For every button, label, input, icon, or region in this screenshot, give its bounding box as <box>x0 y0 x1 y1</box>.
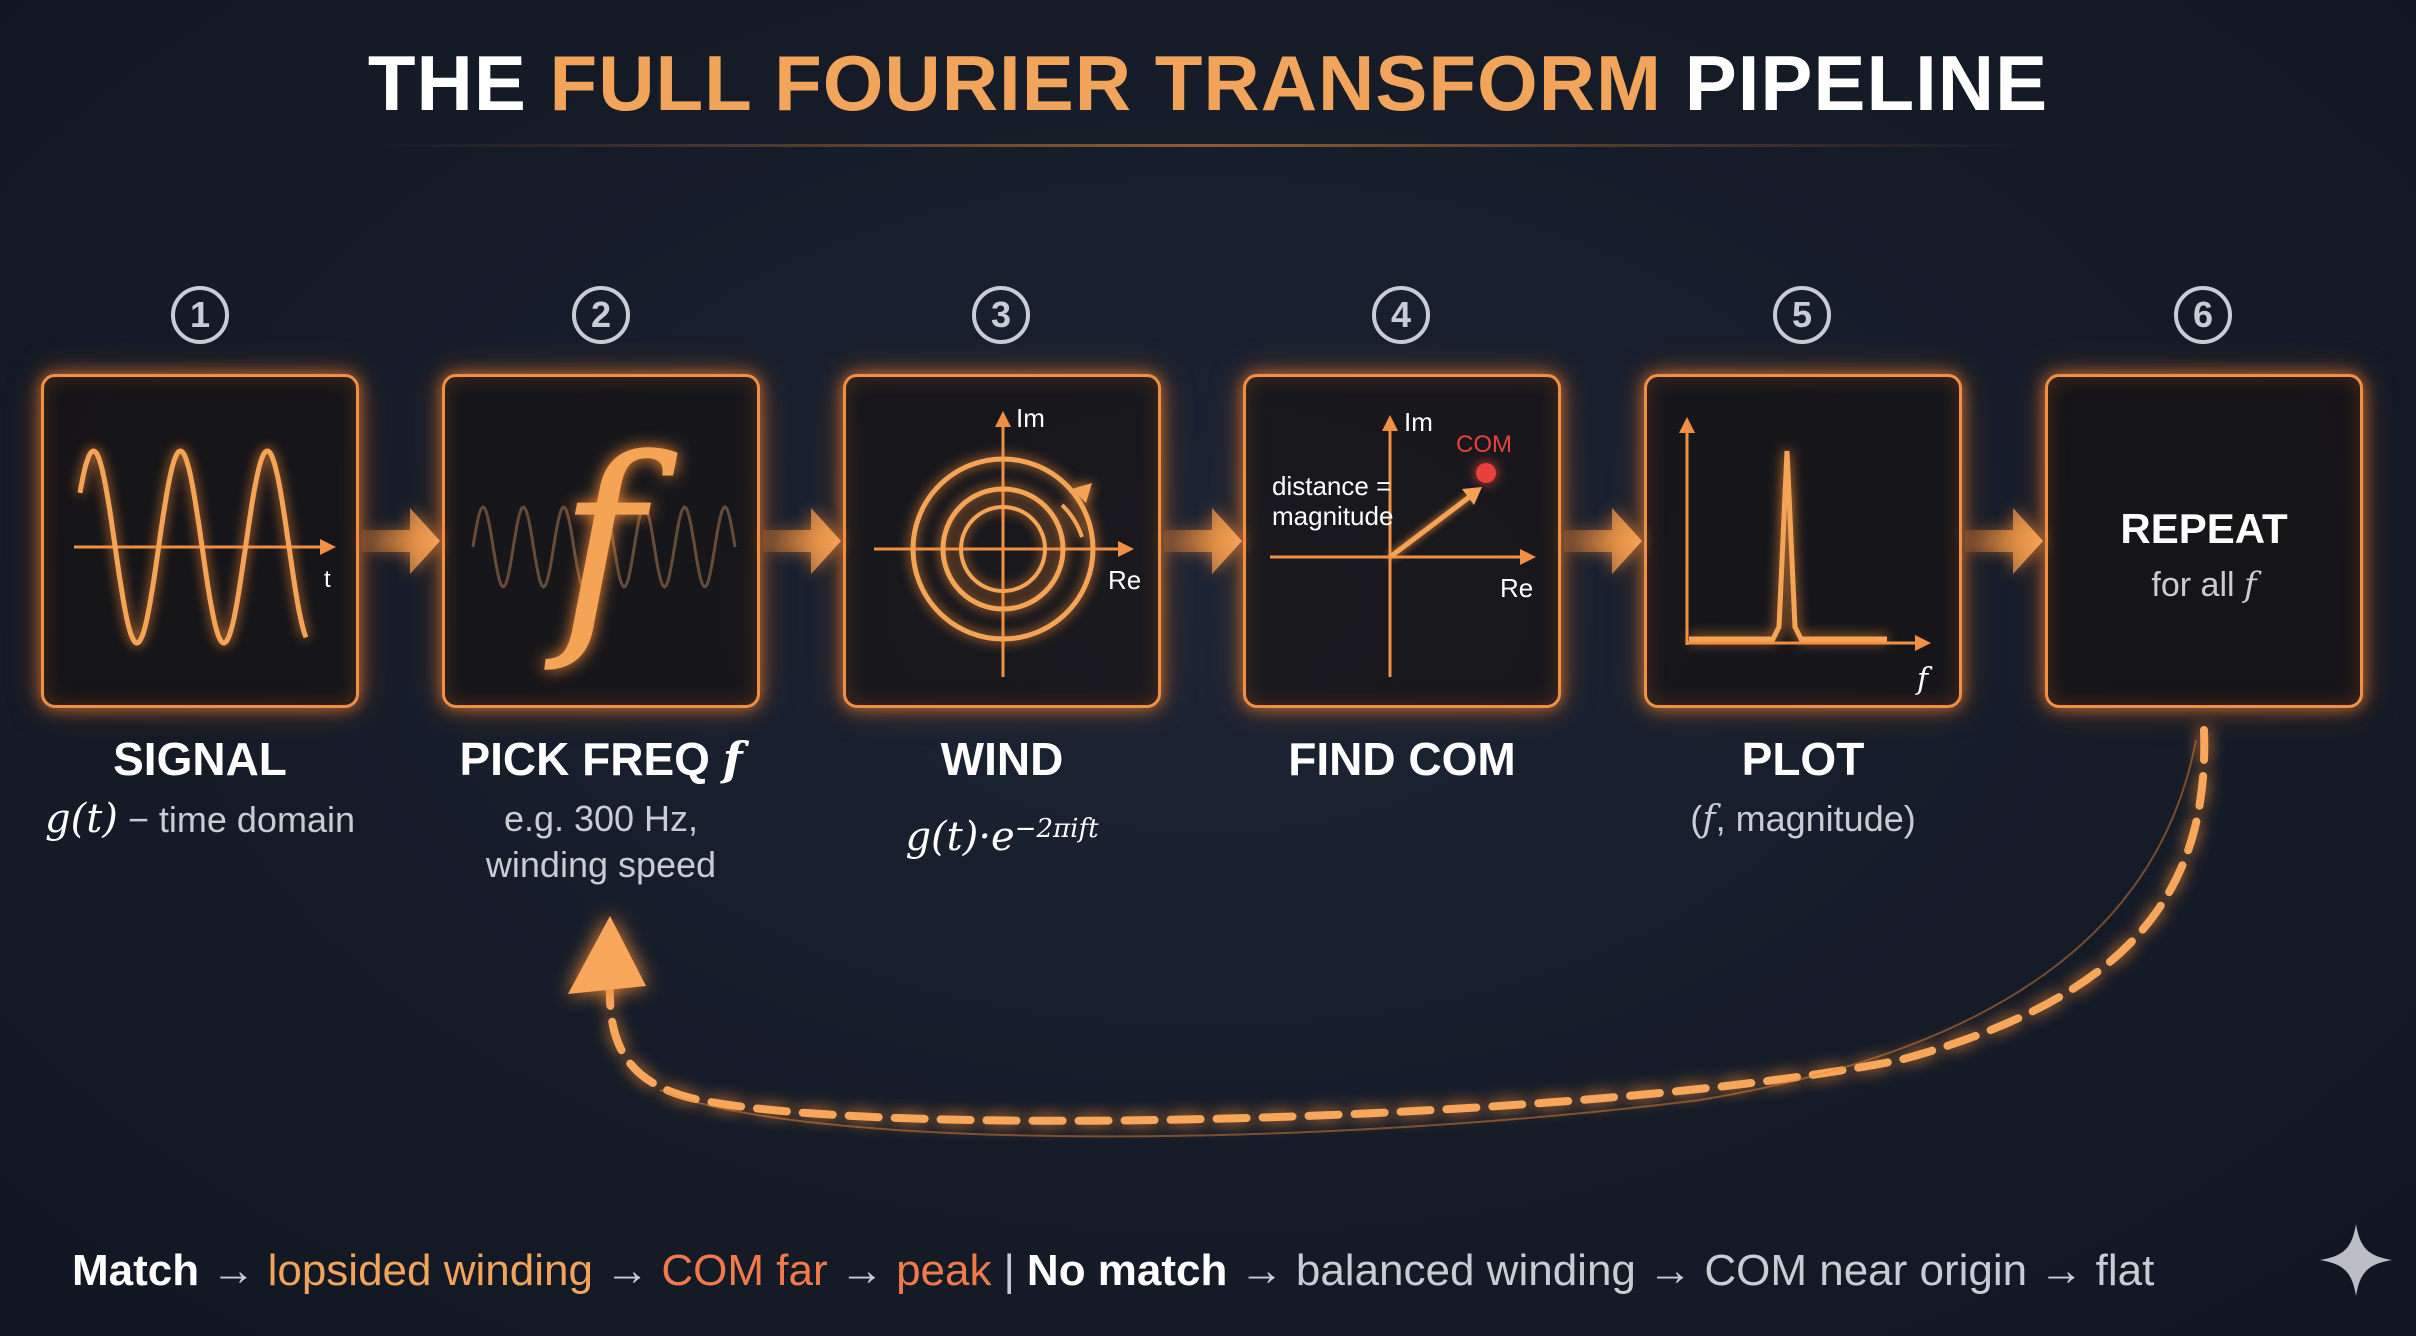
com-im-label: Im <box>1404 407 1433 437</box>
page-title: THE FULL FOURIER TRANSFORM PIPELINE <box>0 38 2416 129</box>
signal-box: t <box>41 374 359 708</box>
wind-box: Im Re <box>843 374 1161 708</box>
wind-re-label: Re <box>1108 565 1141 595</box>
right-arrow-icon <box>1564 508 1642 574</box>
faint-wave-icon <box>471 505 737 589</box>
right-arrow-icon <box>763 508 841 574</box>
loop-back-arrowhead-icon <box>568 916 646 994</box>
repeat-box: REPEAT for all f <box>2045 374 2363 708</box>
spectrum-peak-icon <box>1689 450 1887 642</box>
com-dot <box>1476 463 1496 483</box>
signal-caption: g(t) − time domain <box>44 796 355 842</box>
com-re-label: Re <box>1500 573 1533 603</box>
loop-back-arrow-icon <box>605 726 2209 1125</box>
step-4-number-icon: 4 <box>1372 286 1430 344</box>
pick-freq-caption: e.g. 300 Hz,winding speed <box>485 798 717 885</box>
repeat-subtitle: for all f <box>2151 565 2257 605</box>
plot-label: PLOT <box>1741 733 1865 785</box>
step-2-number-icon: 2 <box>572 286 630 344</box>
footer-summary: Match → lopsided winding → COM far → pea… <box>72 1246 2155 1295</box>
right-arrow-icon <box>1965 508 2043 574</box>
find-com-box: Im Re COM distance = magnitude <box>1243 374 1561 708</box>
find-com-label: FIND COM <box>1288 733 1516 785</box>
time-axis-label: t <box>324 566 331 593</box>
step-6-number-icon: 6 <box>2174 286 2232 344</box>
wind-im-label: Im <box>1016 403 1045 433</box>
step-3-number-icon: 3 <box>972 286 1030 344</box>
title-highlight: FULL FOURIER TRANSFORM <box>549 39 1663 127</box>
step-5-number-icon: 5 <box>1773 286 1831 344</box>
step-1-number-icon: 1 <box>171 286 229 344</box>
distance-note-line1: distance = <box>1272 471 1391 501</box>
distance-note-line2: magnitude <box>1272 501 1393 531</box>
title-prefix: THE <box>367 39 527 127</box>
pick-frequency-box: f <box>442 374 760 708</box>
title-suffix: PIPELINE <box>1684 39 2049 127</box>
signal-label: SIGNAL <box>113 733 287 785</box>
sparkle-icon <box>2320 1224 2392 1296</box>
plot-box: f <box>1644 374 1962 708</box>
title-underline <box>380 144 2020 147</box>
frequency-f-glyph: f <box>543 410 678 677</box>
plot-f-axis-label: f <box>1915 662 1933 697</box>
right-arrow-icon <box>1164 508 1242 574</box>
plot-caption: (f, magnitude) <box>1690 798 1916 840</box>
repeat-title: REPEAT <box>2120 505 2288 552</box>
wind-label: WIND <box>940 733 1064 785</box>
wind-caption: g(t)·e−2πift <box>905 814 1099 860</box>
pick-freq-label: PICK FREQ f <box>459 732 743 786</box>
sine-wave-icon <box>77 448 309 646</box>
right-arrow-icon <box>362 508 440 574</box>
com-label: COM <box>1456 431 1512 458</box>
winding-circles-icon <box>910 456 1096 642</box>
